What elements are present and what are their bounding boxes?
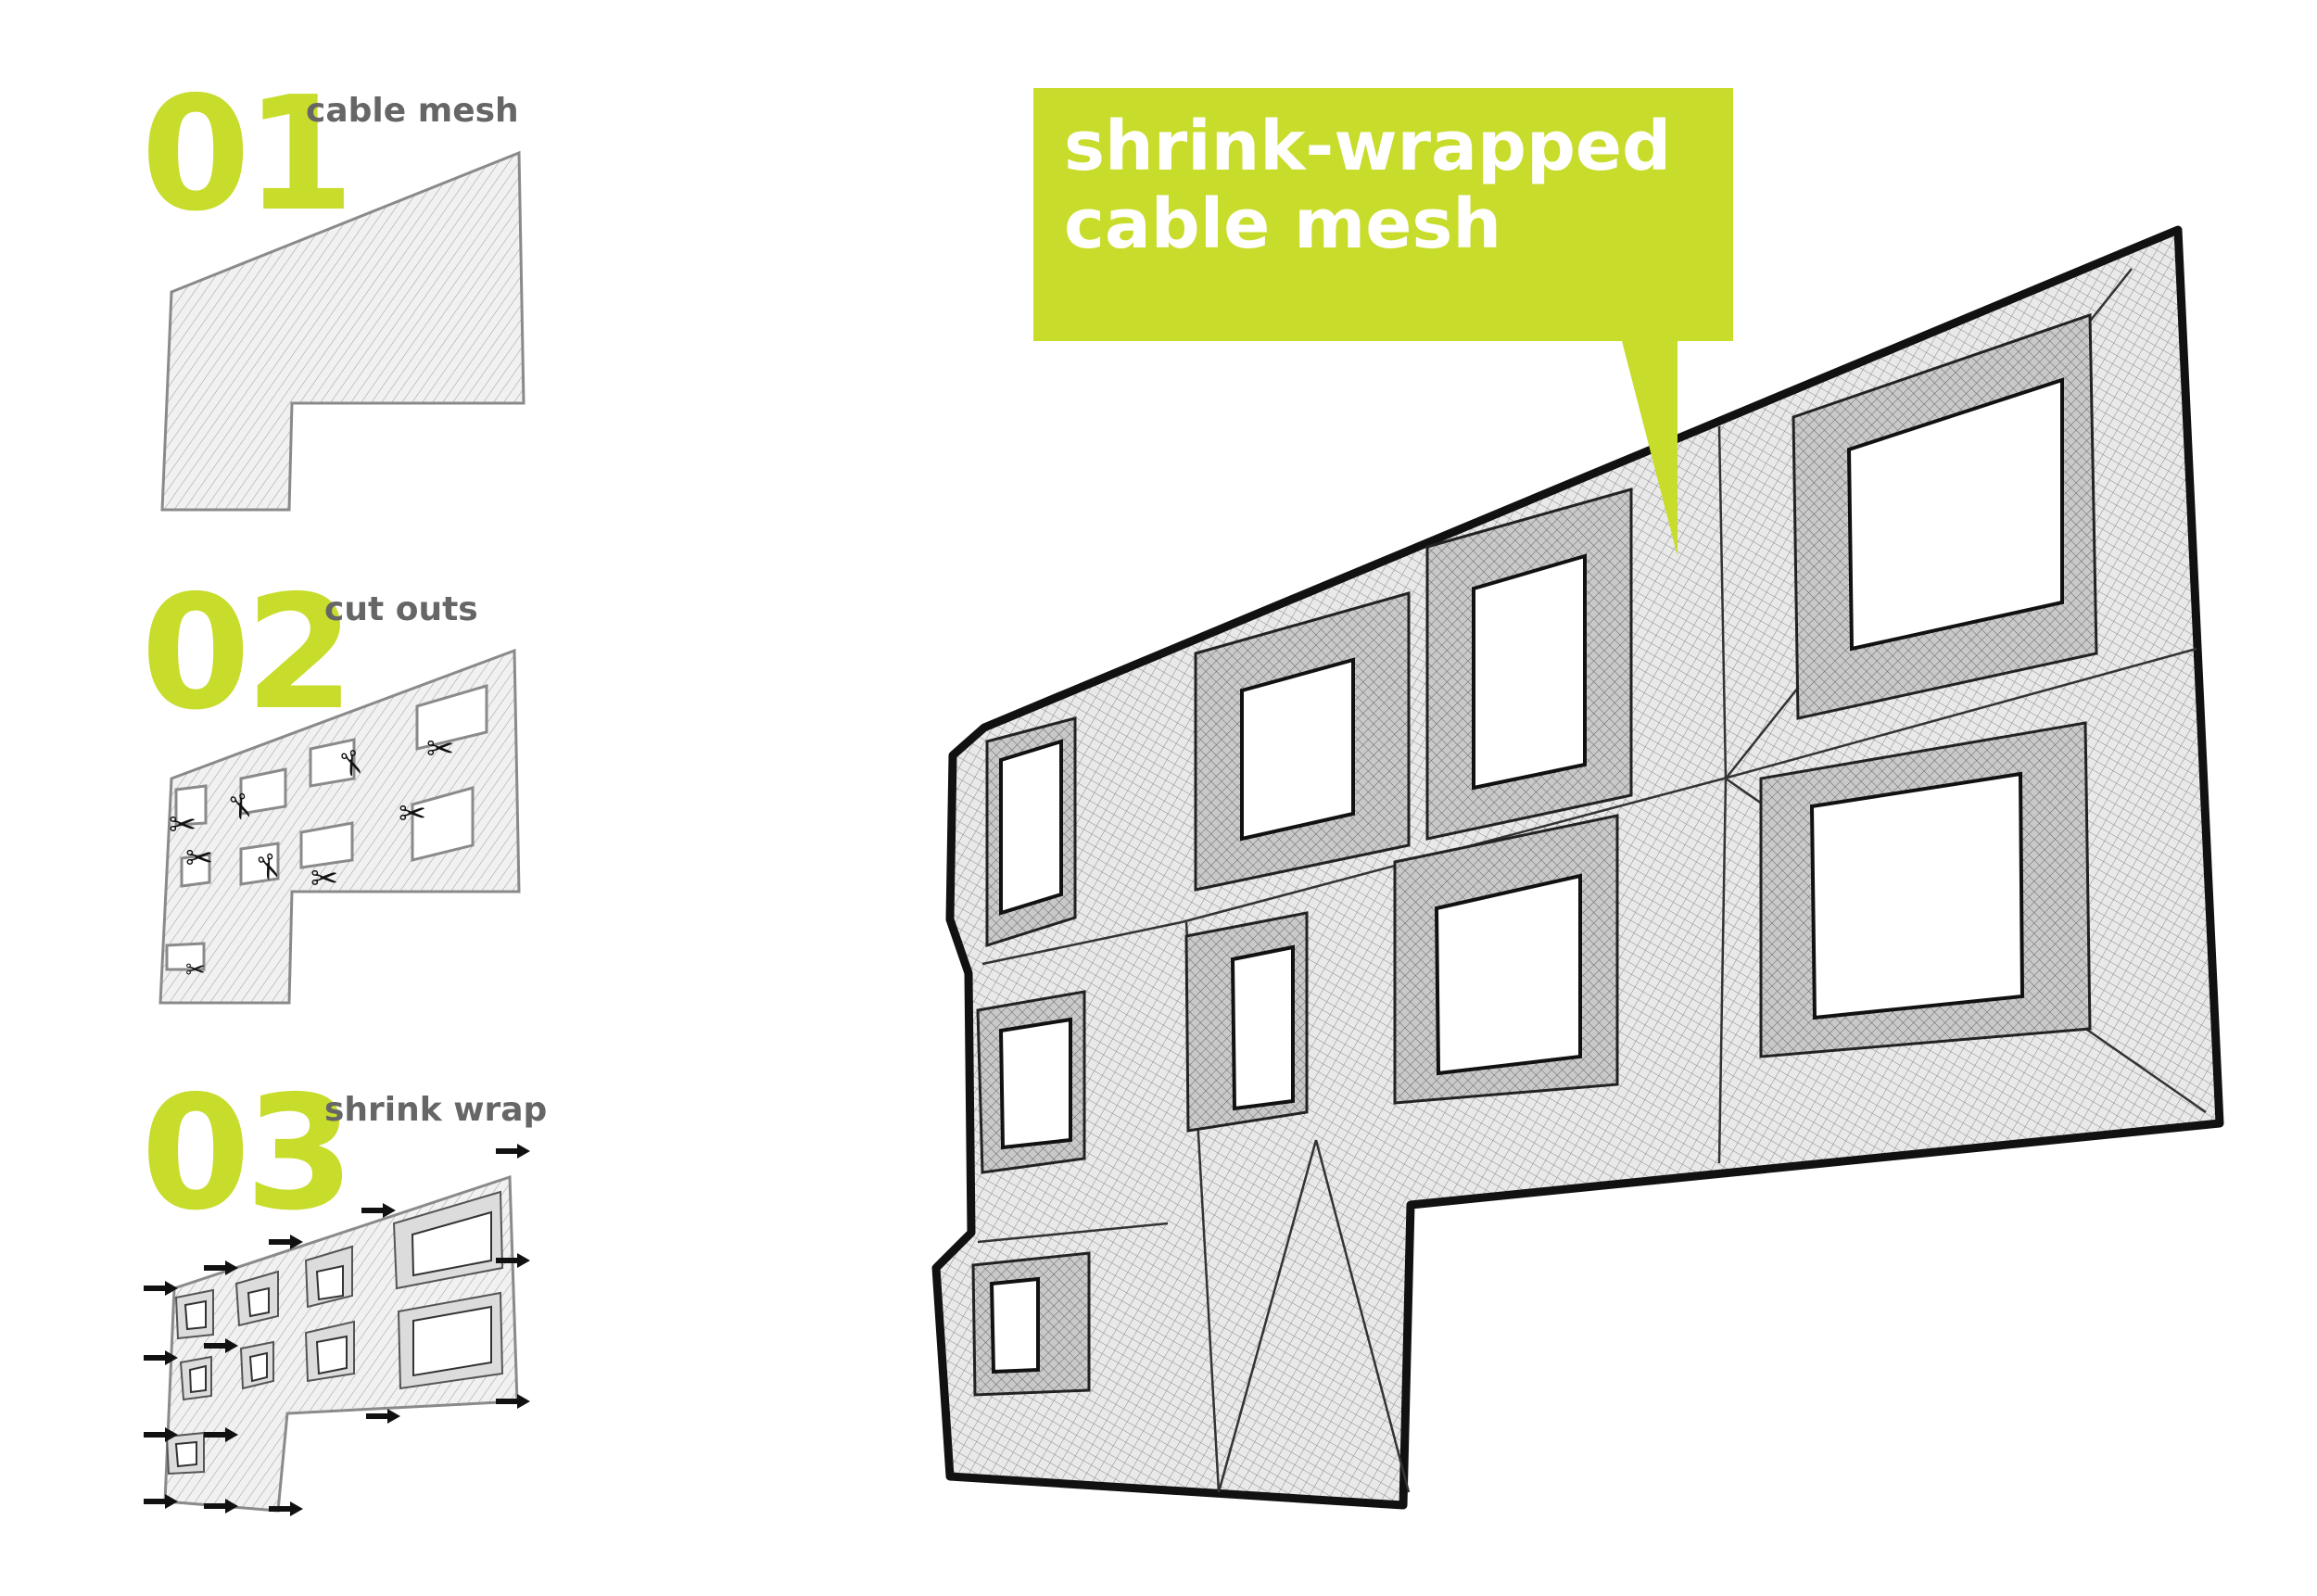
- window: [998, 1017, 1072, 1150]
- step-02-number: 02: [141, 562, 355, 745]
- window: [989, 1276, 1040, 1374]
- svg-text:✂: ✂: [310, 860, 338, 898]
- window: [1846, 377, 2064, 652]
- shrink-wrap-diagram: [144, 1144, 530, 1516]
- svg-text:✂: ✂: [399, 795, 426, 833]
- window: [1472, 553, 1587, 791]
- cut-outs-diagram: ✂ ✂ ✂ ✂ ✂ ✂ ✂ ✂ ✂: [158, 648, 521, 1005]
- callout-line-1: shrink-wrapped: [1064, 107, 1672, 186]
- step-01-label: cable mesh: [306, 92, 519, 130]
- arrows: [144, 1144, 530, 1516]
- cable-mesh-diagram: [160, 150, 525, 512]
- callout: shrink-wrapped cable mesh: [1029, 83, 1752, 556]
- window: [1434, 873, 1582, 1076]
- step-03-label: shrink wrap: [324, 1091, 548, 1129]
- window: [1809, 771, 2025, 1020]
- svg-text:✂: ✂: [185, 840, 213, 878]
- callout-bubble: [1033, 88, 1733, 556]
- svg-text:✂: ✂: [185, 956, 206, 984]
- step-03-number: 03: [141, 1062, 355, 1246]
- window: [1230, 944, 1295, 1111]
- step-02-label: cut outs: [324, 590, 478, 628]
- callout-text: shrink-wrapped cable mesh: [1064, 108, 1671, 263]
- svg-text:✂: ✂: [169, 806, 196, 844]
- window: [1240, 657, 1355, 842]
- step-01-number: 01: [141, 63, 355, 247]
- callout-line-2: cable mesh: [1064, 184, 1502, 264]
- window: [999, 739, 1063, 916]
- svg-text:✂: ✂: [426, 730, 454, 768]
